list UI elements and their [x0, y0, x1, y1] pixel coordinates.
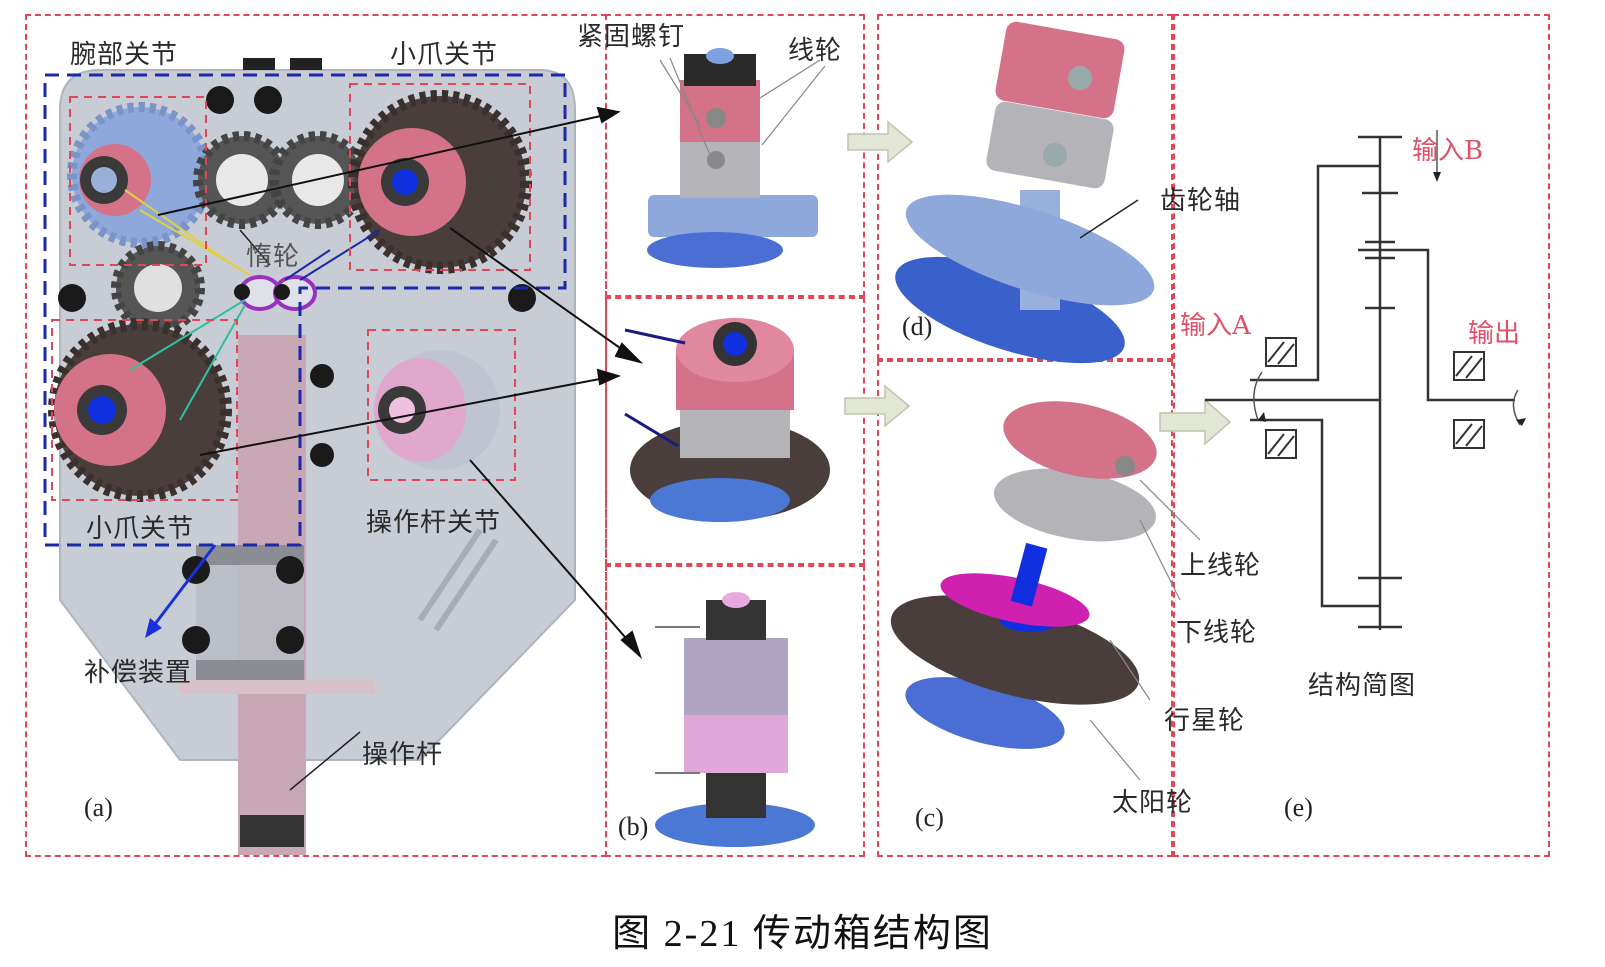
label-pulley: 线轮 [788, 36, 843, 66]
panel-tag-c: (c) [915, 803, 944, 832]
label-claw-joint-top: 小爪关节 [390, 40, 499, 70]
label-lever-joint: 操作杆关节 [366, 508, 502, 538]
panel-tag-a: (a) [84, 793, 113, 822]
figure-caption: 图 2-21 传动箱结构图 [612, 913, 993, 955]
panel-d-frame [877, 14, 1173, 360]
label-compensator: 补偿装置 [84, 658, 193, 688]
label-output: 输出 [1468, 319, 1521, 349]
label-planet-gear: 行星轮 [1164, 706, 1246, 736]
label-wrist-joint: 腕部关节 [70, 40, 179, 70]
label-lower-pulley: 下线轮 [1176, 618, 1258, 648]
panel-tag-b: (b) [618, 812, 649, 841]
panel-c-frame [877, 360, 1173, 857]
panel-b-top-frame [605, 14, 865, 297]
panel-b-bottom-frame [605, 565, 865, 857]
label-input-a: 输入A [1180, 311, 1251, 341]
panel-tag-e: (e) [1284, 793, 1313, 822]
label-input-b: 输入B [1412, 136, 1484, 166]
label-upper-pulley: 上线轮 [1180, 551, 1262, 581]
panel-tag-d: (d) [902, 312, 933, 341]
label-sun-gear: 太阳轮 [1112, 788, 1194, 818]
schematic-title: 结构简图 [1308, 671, 1417, 701]
label-gear-shaft: 齿轮轴 [1160, 186, 1242, 216]
label-idler-gear: 惰轮 [246, 242, 301, 272]
label-lever: 操作杆 [362, 740, 444, 770]
panel-b-middle-frame [605, 297, 865, 565]
label-set-screw: 紧固螺钉 [577, 22, 686, 52]
panel-e-frame [1173, 14, 1550, 857]
label-claw-joint-bottom: 小爪关节 [86, 514, 195, 544]
